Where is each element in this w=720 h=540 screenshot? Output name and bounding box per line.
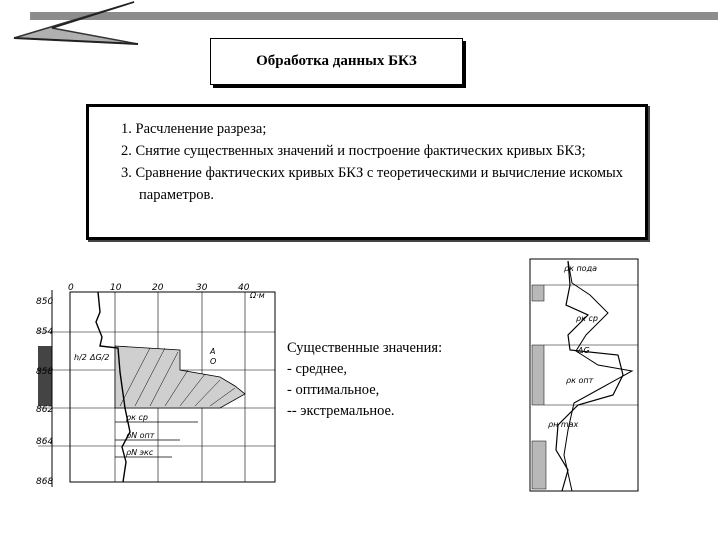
values-heading: Существенные значения:	[287, 340, 443, 356]
step-item: 1. Расчленение разреза;	[121, 121, 267, 137]
depth-label: 854	[36, 327, 53, 337]
top-decor-bar	[30, 12, 718, 20]
layer-marker	[38, 346, 52, 406]
bkz-curves-figure: ρк пода ρк ср ΔG ρк опт ρн max	[529, 258, 639, 492]
annotation: A	[209, 347, 215, 356]
steps-box: 1. Расчленение разреза; 2. Снятие сущест…	[86, 104, 648, 240]
bkz-log-figure: 850 854 858 862 864 868 0 10 20 30 40 Ω·…	[36, 283, 276, 487]
annotation: ρк пода	[564, 264, 597, 273]
annotation: O	[210, 357, 216, 366]
annotation: h/2	[74, 353, 87, 362]
annotation: ΔG/2	[89, 353, 109, 362]
values-item: - оптимальное,	[287, 382, 380, 398]
layer-marker	[531, 344, 545, 406]
step-item: 3. Сравнение фактических кривых БКЗ с те…	[121, 165, 623, 203]
annotation: ΔG	[577, 346, 590, 355]
annotation: ρк ср	[576, 314, 598, 323]
annotation: ρN опт	[126, 431, 155, 440]
depth-label: 862	[36, 405, 53, 415]
essential-values-block: Существенные значения: - среднее, - опти…	[287, 338, 442, 422]
depth-label: 864	[36, 437, 53, 447]
paper-plane-logo	[13, 1, 139, 45]
layer-marker	[531, 440, 547, 490]
x-unit-label: Ω·м	[249, 291, 265, 300]
depth-label: 850	[36, 297, 53, 307]
x-tick-label: 40	[238, 283, 250, 293]
depth-label: 868	[36, 477, 53, 487]
step-item: 2. Снятие существенных значений и постро…	[121, 143, 586, 159]
depth-label: 858	[36, 367, 53, 377]
slide-title: Обработка данных БКЗ	[210, 38, 463, 85]
x-tick-label: 20	[152, 283, 164, 293]
x-tick-label: 30	[196, 283, 208, 293]
values-item: - среднее,	[287, 361, 348, 377]
x-tick-label: 0	[68, 283, 74, 293]
annotation: ρN экс	[126, 448, 154, 457]
values-item: -- экстремальное.	[287, 403, 395, 419]
x-tick-label: 10	[110, 283, 122, 293]
annotation: ρк опт	[566, 376, 594, 385]
annotation: ρн max	[548, 420, 579, 429]
layer-marker	[531, 284, 545, 302]
annotation: ρк ср	[126, 413, 148, 422]
steps-list: 1. Расчленение разреза; 2. Снятие сущест…	[121, 118, 635, 206]
